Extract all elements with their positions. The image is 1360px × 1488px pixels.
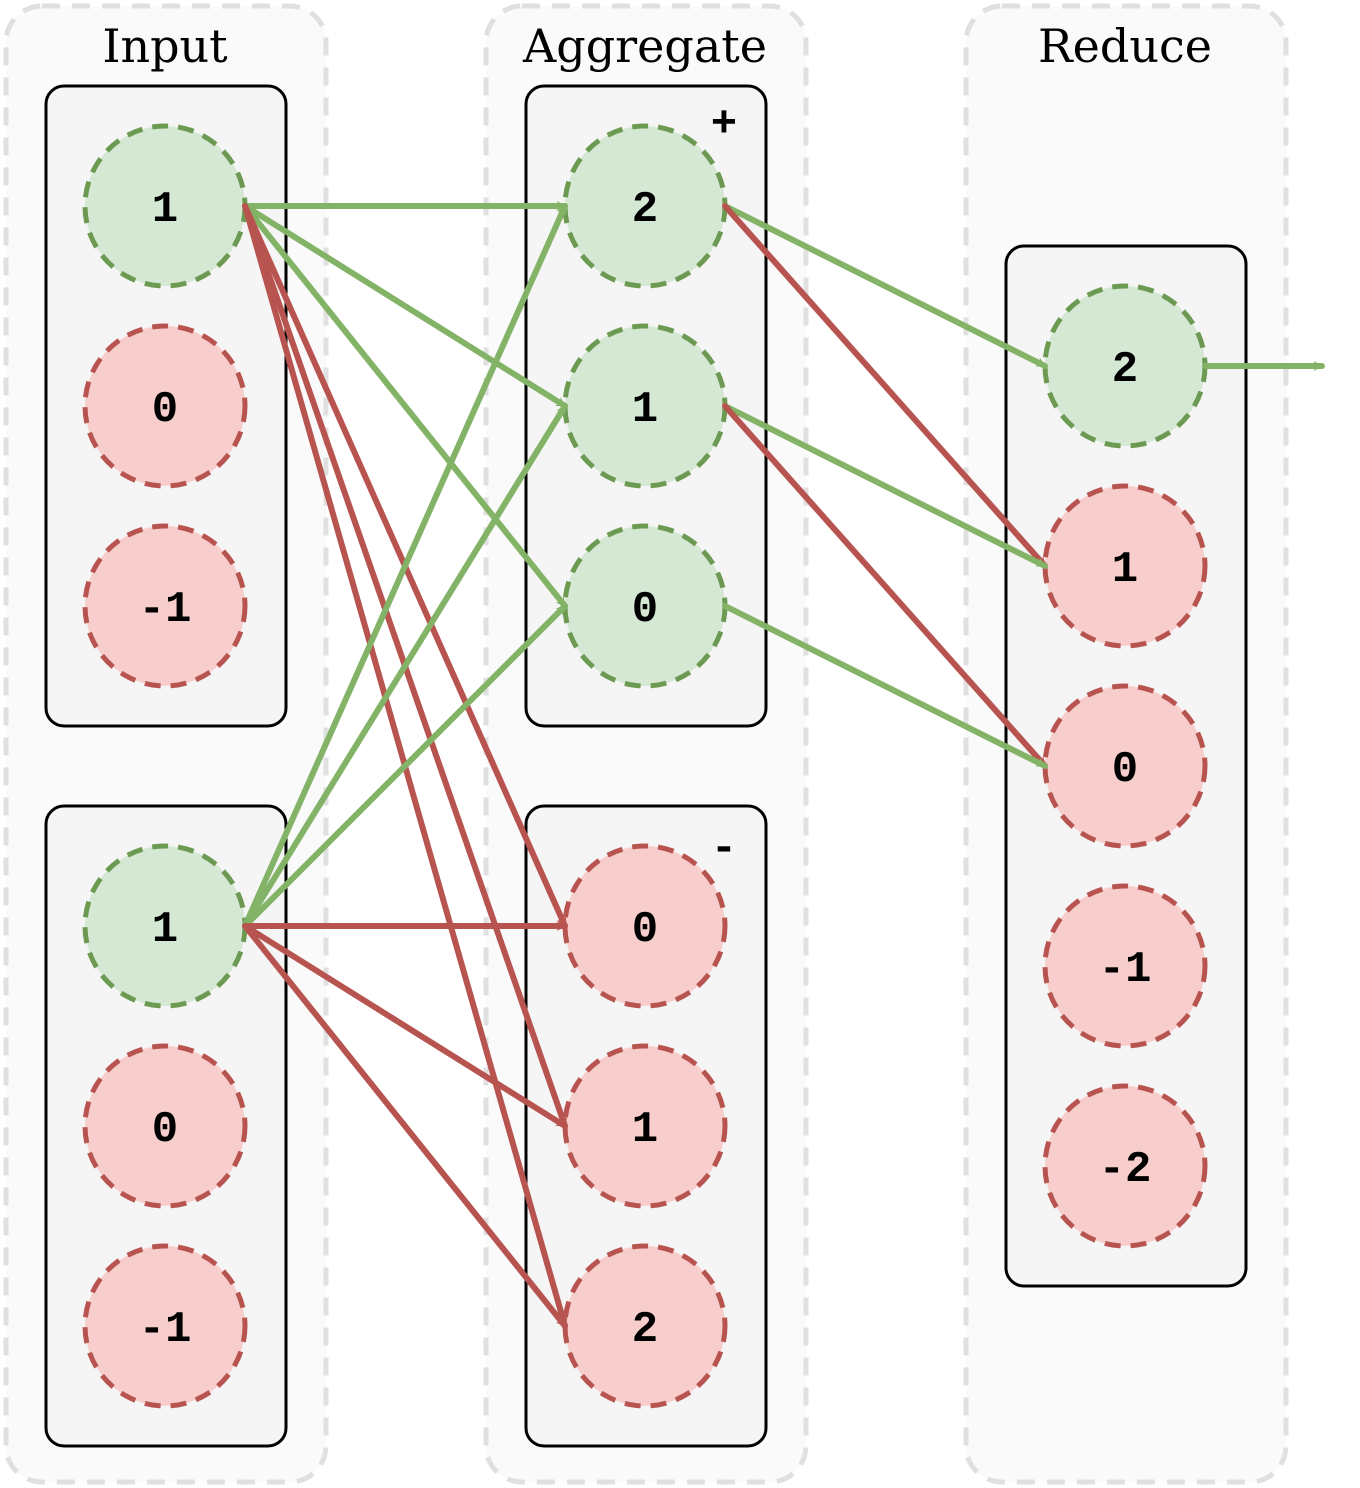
- node-label: -1: [139, 1305, 192, 1355]
- node-circle: [562, 1043, 728, 1209]
- node-circle: [82, 523, 248, 689]
- node-label: 1: [152, 185, 178, 235]
- node-am2: 2: [562, 1243, 728, 1409]
- edge-ap0-to-r0: [722, 603, 1048, 769]
- node-circle: [1042, 883, 1208, 1049]
- node-label: 1: [632, 385, 658, 435]
- node-rm2: -2: [1042, 1083, 1208, 1249]
- edge-ib1-to-am1: [242, 923, 568, 1129]
- node-circle: [562, 843, 728, 1009]
- node-am0: 0: [562, 843, 728, 1009]
- node-circle: [1042, 1083, 1208, 1249]
- node-ap0: 0: [562, 523, 728, 689]
- node-label: 2: [632, 1305, 658, 1355]
- node-r0: 0: [1042, 683, 1208, 849]
- edge-ap2-to-r1: [722, 203, 1048, 569]
- node-label: 0: [152, 385, 178, 435]
- node-circle: [82, 323, 248, 489]
- node-r2: 2: [1042, 283, 1208, 449]
- column-title-input: Input: [102, 19, 228, 73]
- node-circle: [82, 1243, 248, 1409]
- node-label: 0: [632, 585, 658, 635]
- edge-it1-to-ap1: [242, 203, 568, 409]
- node-circle: [1042, 683, 1208, 849]
- edge-ap1-to-r1: [722, 403, 1048, 569]
- node-label: 0: [632, 905, 658, 955]
- edge-ib1-to-am2: [242, 923, 568, 1329]
- node-ib0: 0: [82, 1043, 248, 1209]
- edge-ib1-to-ap1: [242, 403, 568, 929]
- node-ib1: 1: [82, 843, 248, 1009]
- node-circle: [562, 1243, 728, 1409]
- node-label: 0: [152, 1105, 178, 1155]
- node-label: 1: [632, 1105, 658, 1155]
- node-circle: [1042, 483, 1208, 649]
- node-label: 0: [1112, 745, 1138, 795]
- column-title-reduce: Reduce: [1038, 19, 1212, 73]
- node-label: 2: [1112, 345, 1138, 395]
- node-it1: 1: [82, 123, 248, 289]
- node-label: -1: [139, 585, 192, 635]
- column-title-aggregate: Aggregate: [522, 19, 767, 73]
- node-label: -2: [1099, 1145, 1152, 1195]
- node-ap2: 2: [562, 123, 728, 289]
- sign-aggregate-plus: +: [711, 100, 737, 150]
- edge-it1-to-ap0: [242, 203, 568, 609]
- node-it0: 0: [82, 323, 248, 489]
- node-ap1: 1: [562, 323, 728, 489]
- edge-ib1-to-ap2: [242, 203, 568, 929]
- node-rm1: -1: [1042, 883, 1208, 1049]
- node-label: -1: [1099, 945, 1152, 995]
- node-label: 2: [632, 185, 658, 235]
- node-circle: [82, 1043, 248, 1209]
- edge-ap2-to-r2: [722, 203, 1048, 369]
- sign-aggregate-minus: -: [711, 824, 737, 874]
- node-r1: 1: [1042, 483, 1208, 649]
- node-itm1: -1: [82, 523, 248, 689]
- edge-ap1-to-r0: [722, 403, 1048, 769]
- node-label: 1: [1112, 545, 1138, 595]
- node-label: 1: [152, 905, 178, 955]
- edge-ib1-to-ap0: [242, 603, 568, 929]
- node-am1: 1: [562, 1043, 728, 1209]
- node-ibm1: -1: [82, 1243, 248, 1409]
